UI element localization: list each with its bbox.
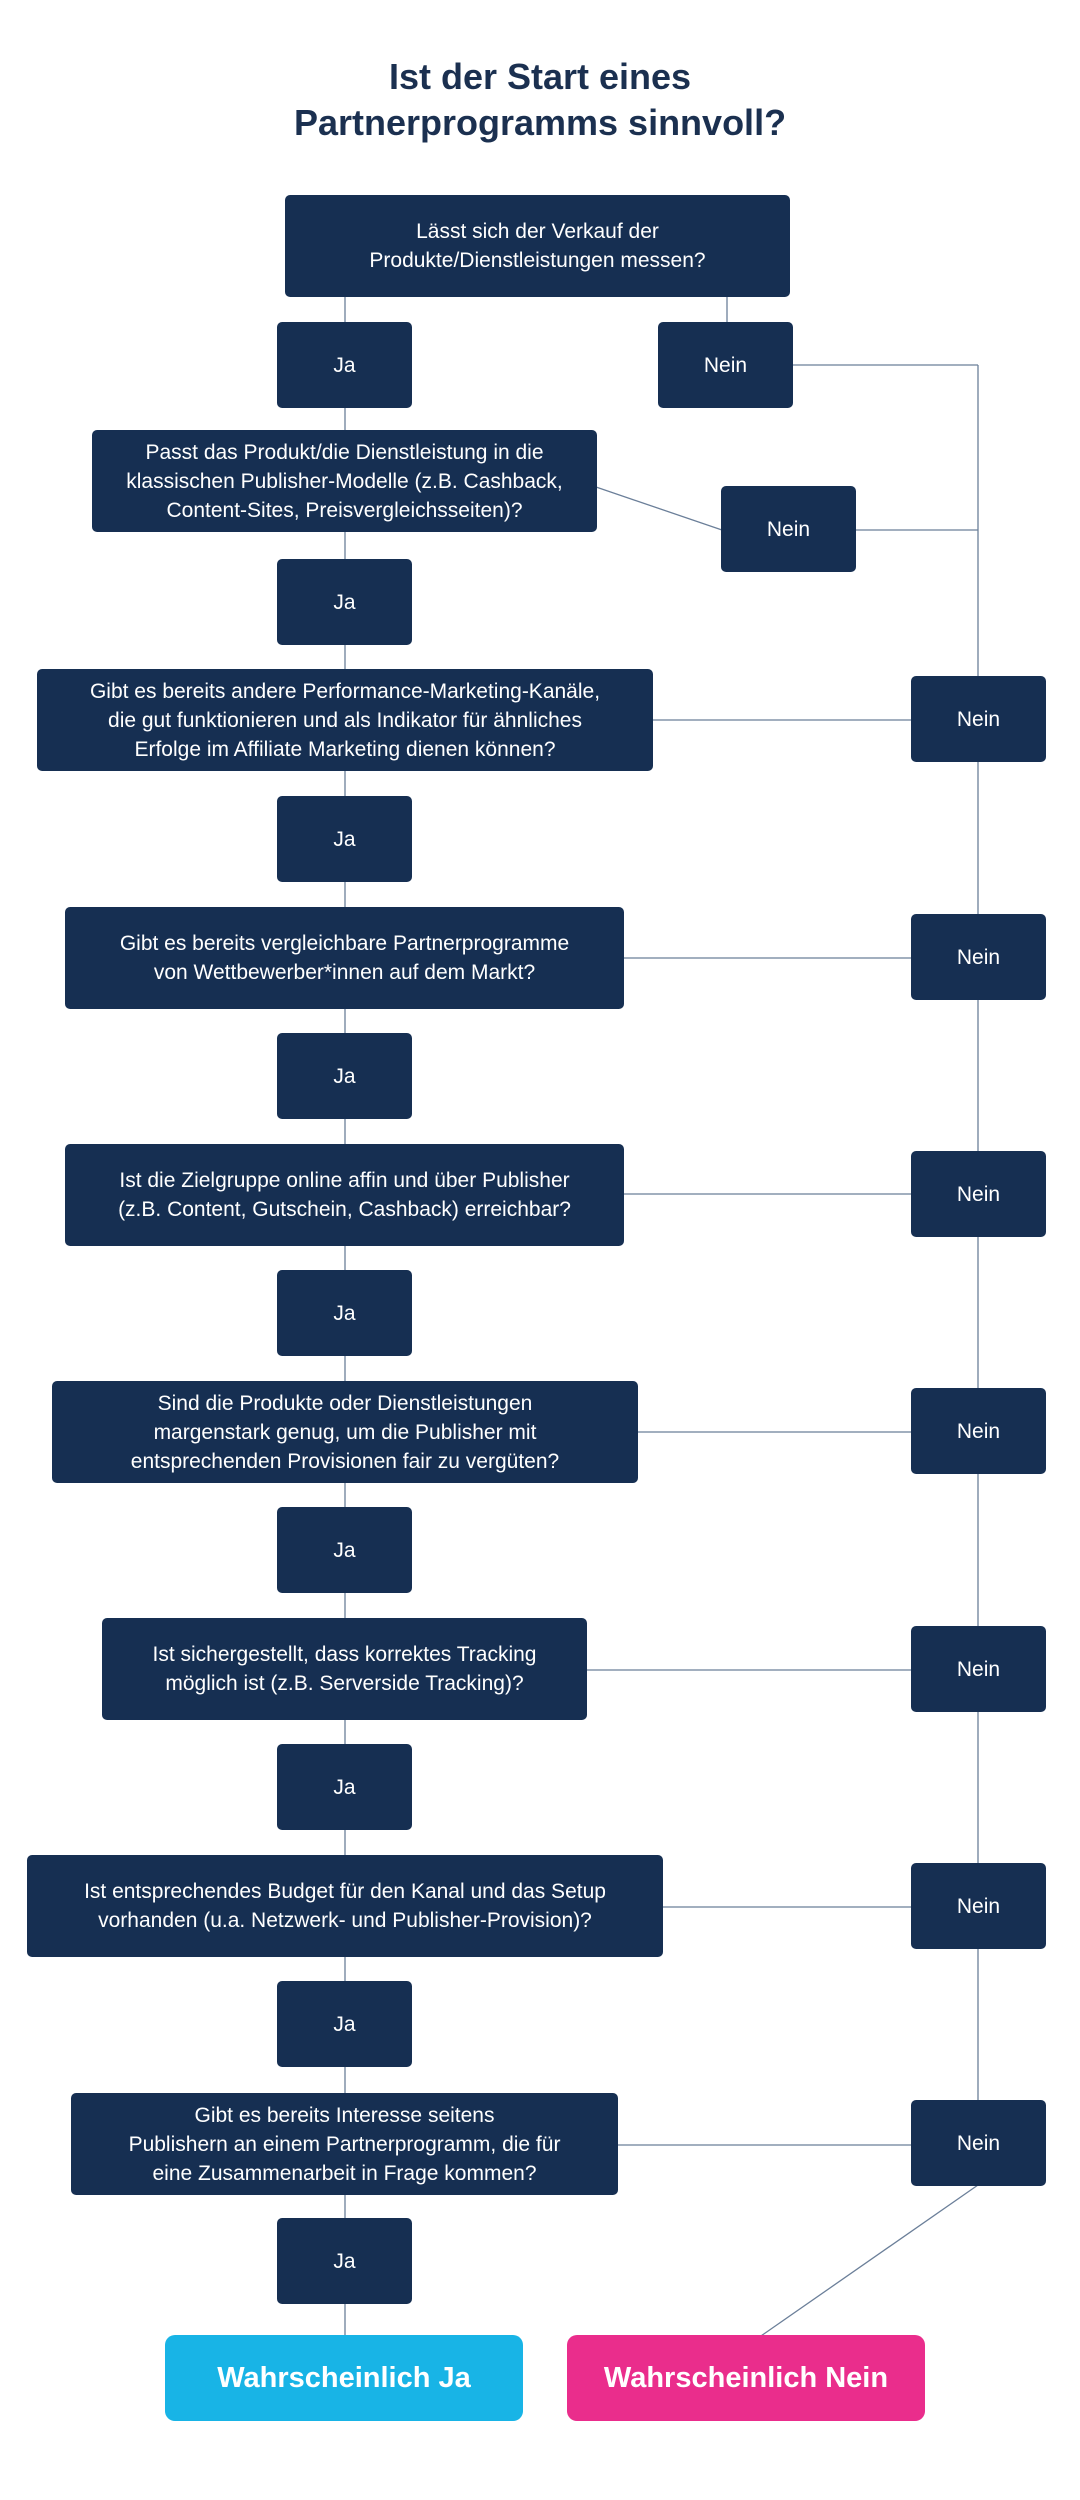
outcome-probably-yes: Wahrscheinlich Ja bbox=[165, 2335, 523, 2421]
no-box: Nein bbox=[911, 1863, 1046, 1949]
no-box: Nein bbox=[721, 486, 856, 572]
title-line-1: Ist der Start eines bbox=[388, 56, 692, 97]
question-box-performance-channels: Gibt es bereits andere Performance-Marke… bbox=[37, 669, 653, 771]
question-box-measurable: Lässt sich der Verkauf der Produkte/Dien… bbox=[285, 195, 790, 297]
yes-box: Ja bbox=[277, 1507, 412, 1593]
yes-box: Ja bbox=[277, 2218, 412, 2304]
question-box-publisher-models: Passt das Produkt/die Dienstleistung in … bbox=[92, 430, 597, 532]
yes-box: Ja bbox=[277, 796, 412, 882]
yes-box: Ja bbox=[277, 1270, 412, 1356]
yes-box: Ja bbox=[277, 322, 412, 408]
question-box-publisher-interest: Gibt es bereits Interesse seitens Publis… bbox=[71, 2093, 618, 2195]
question-box-budget: Ist entsprechendes Budget für den Kanal … bbox=[27, 1855, 663, 1957]
connector-to-outcome-no bbox=[747, 2184, 979, 2346]
connector-q2-no2 bbox=[595, 486, 723, 531]
yes-box: Ja bbox=[277, 559, 412, 645]
question-box-tracking: Ist sichergestellt, dass korrektes Track… bbox=[102, 1618, 587, 1720]
title-line-2: Partnerprogramms sinnvoll? bbox=[293, 102, 787, 143]
page-title: Ist der Start eines Partnerprogramms sin… bbox=[0, 54, 1080, 146]
no-box: Nein bbox=[911, 914, 1046, 1000]
no-box: Nein bbox=[658, 322, 793, 408]
no-box: Nein bbox=[911, 1151, 1046, 1237]
question-box-margins: Sind die Produkte oder Dienstleistungen … bbox=[52, 1381, 638, 1483]
question-box-target-group: Ist die Zielgruppe online affin und über… bbox=[65, 1144, 624, 1246]
yes-box: Ja bbox=[277, 1981, 412, 2067]
question-box-competitor-programs: Gibt es bereits vergleichbare Partnerpro… bbox=[65, 907, 624, 1009]
no-box: Nein bbox=[911, 676, 1046, 762]
no-box: Nein bbox=[911, 1388, 1046, 1474]
yes-box: Ja bbox=[277, 1744, 412, 1830]
no-box: Nein bbox=[911, 1626, 1046, 1712]
outcome-probably-no: Wahrscheinlich Nein bbox=[567, 2335, 925, 2421]
no-box: Nein bbox=[911, 2100, 1046, 2186]
yes-box: Ja bbox=[277, 1033, 412, 1119]
